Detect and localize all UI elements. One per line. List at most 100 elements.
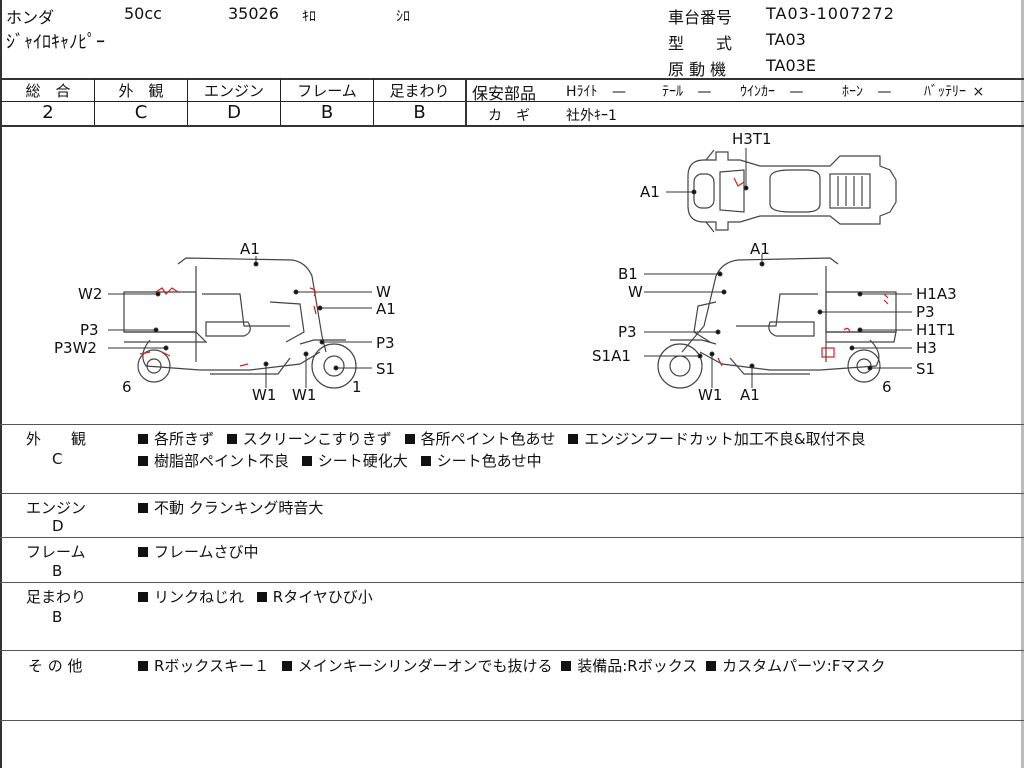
grade-overall: 2 (42, 102, 54, 123)
key-label: カ ギ (488, 108, 530, 124)
grade-header-exterior: 外 観 (118, 82, 164, 100)
safety-item-status: — (697, 84, 712, 100)
divider (373, 78, 374, 125)
remark-item: スクリーンこすりきず (227, 430, 392, 448)
divider (0, 101, 466, 102)
divider (94, 78, 95, 125)
label-left-a1-top: A1 (240, 240, 260, 258)
remark-item: 不動 クランキング時音大 (138, 499, 323, 517)
label-right-p3: P3 (916, 303, 935, 321)
damage-diagram: H3T1 A1 A1 W2 W A1 P3 P3 P3W2 S1 6 W1 W1… (54, 130, 957, 404)
remark-item: シート硬化大 (302, 452, 408, 470)
label-right-h1a3: H1A3 (916, 285, 957, 303)
remark-label-exterior: 外 観 (26, 430, 87, 448)
divider (0, 78, 1024, 80)
divider (0, 125, 1024, 127)
left-view-drawing (123, 257, 357, 389)
label-left-p3w2: P3W2 (54, 339, 97, 357)
label-right-s1: S1 (916, 360, 935, 378)
label-right-a1: A1 (740, 386, 760, 404)
grade-suspension: B (413, 102, 426, 123)
label-left-p3-right: P3 (376, 334, 395, 352)
remark-label-frame: フレーム (26, 543, 86, 561)
label-left-w: W (376, 283, 391, 301)
color: ｼﾛ (396, 9, 410, 25)
chassis-number: TA03-1007272 (766, 4, 895, 23)
safety-item-taillight: ﾃｰﾙ — (662, 81, 711, 101)
label-top-a1: A1 (640, 183, 660, 201)
label-right-h3: H3 (916, 339, 937, 357)
remark-label-engine: エンジン (26, 499, 87, 517)
displacement: 50cc (124, 4, 162, 23)
safety-item-name: ﾎｰﾝ (842, 84, 863, 100)
key-value: 社外ｷｰ1 (566, 108, 617, 124)
label-left-w1-b: W1 (292, 386, 316, 404)
remark-item: フレームさび中 (138, 543, 259, 561)
type-label: 型 式 (668, 34, 733, 53)
divider (465, 78, 467, 125)
safety-item-name: Hﾗｲﾄ (566, 84, 598, 100)
damage-marks (139, 177, 889, 367)
engine-value: TA03E (766, 56, 816, 75)
label-right-w1: W1 (698, 386, 722, 404)
divider (0, 582, 1024, 583)
remark-item: リンクねじれ (138, 588, 244, 606)
remark-item: エンジンフードカット加工不良&取付不良 (568, 430, 865, 448)
remark-line-engine: 不動 クランキング時音大 (138, 497, 323, 518)
safety-item-status: — (877, 84, 892, 100)
top-view-drawing (687, 149, 897, 233)
safety-item-name: ｳｲﾝｶｰ (740, 84, 775, 100)
divider (0, 493, 1024, 494)
label-right-a1-top: A1 (750, 240, 770, 258)
remark-grade-frame: B (52, 562, 63, 580)
label-right-h1t1: H1T1 (916, 321, 956, 339)
remark-label-suspension: 足まわり (26, 588, 87, 606)
safety-item-battery: ﾊﾞｯﾃﾘｰ × (924, 81, 984, 101)
divider (187, 78, 188, 125)
safety-item-winker: ｳｲﾝｶｰ — (740, 81, 803, 101)
label-left-1: 1 (352, 378, 362, 396)
mileage: 35026 (228, 4, 279, 23)
safety-item-status: × (972, 84, 985, 100)
remark-grade-exterior: C (52, 450, 63, 468)
remark-label-other: そ の 他 (28, 657, 83, 675)
remark-item: Rタイヤひび小 (257, 588, 373, 606)
remark-item: 樹脂部ペイント不良 (138, 452, 289, 470)
divider (0, 537, 1024, 538)
remark-grade-suspension: B (52, 608, 63, 626)
grade-header-suspension: 足まわり (389, 82, 450, 100)
divider (280, 78, 281, 125)
label-left-a1: A1 (376, 300, 396, 318)
remark-item: メインキーシリンダーオンでも抜ける (282, 657, 553, 675)
safety-item-headlight: Hﾗｲﾄ — (566, 81, 626, 101)
remark-line-other: Rボックスキー１ メインキーシリンダーオンでも抜ける 装備品:Rボックス カスタ… (138, 655, 885, 676)
safety-item-name: ﾃｰﾙ (662, 84, 683, 100)
label-left-6: 6 (122, 378, 132, 396)
safety-label: 保安部品 (472, 84, 537, 103)
safety-item-name: ﾊﾞｯﾃﾘｰ (924, 84, 966, 100)
grade-header-frame: フレーム (297, 82, 357, 100)
label-right-b1: B1 (618, 265, 638, 283)
label-left-w2: W2 (78, 285, 102, 303)
remark-line-suspension: リンクねじれ Rタイヤひび小 (138, 586, 373, 607)
label-left-w1-a: W1 (252, 386, 276, 404)
remark-item: 装備品:Rボックス (561, 657, 697, 675)
grade-header-overall: 総 合 (25, 82, 71, 100)
divider (0, 650, 1024, 651)
label-right-p3-left: P3 (618, 323, 637, 341)
label-right-w: W (628, 283, 643, 301)
remark-line-exterior-2: 樹脂部ペイント不良 シート硬化大 シート色あせ中 (138, 450, 542, 471)
remark-item: Rボックスキー１ (138, 657, 269, 675)
remark-line-exterior-1: 各所きず スクリーンこすりきず 各所ペイント色あせ エンジンフードカット加工不良… (138, 428, 866, 449)
safety-item-status: — (611, 84, 626, 100)
label-left-s1: S1 (376, 360, 395, 378)
model-name: ｼﾞｬｲﾛｷｬﾉﾋﾟｰ (6, 32, 105, 53)
right-view-drawing (657, 257, 897, 389)
label-top-h3t1: H3T1 (732, 130, 772, 148)
label-right-s1a1: S1A1 (592, 347, 631, 365)
remark-line-frame: フレームさび中 (138, 541, 259, 562)
leader-lines (108, 148, 912, 388)
grade-engine: D (227, 102, 241, 123)
grade-frame: B (320, 102, 334, 123)
divider (0, 720, 1024, 721)
